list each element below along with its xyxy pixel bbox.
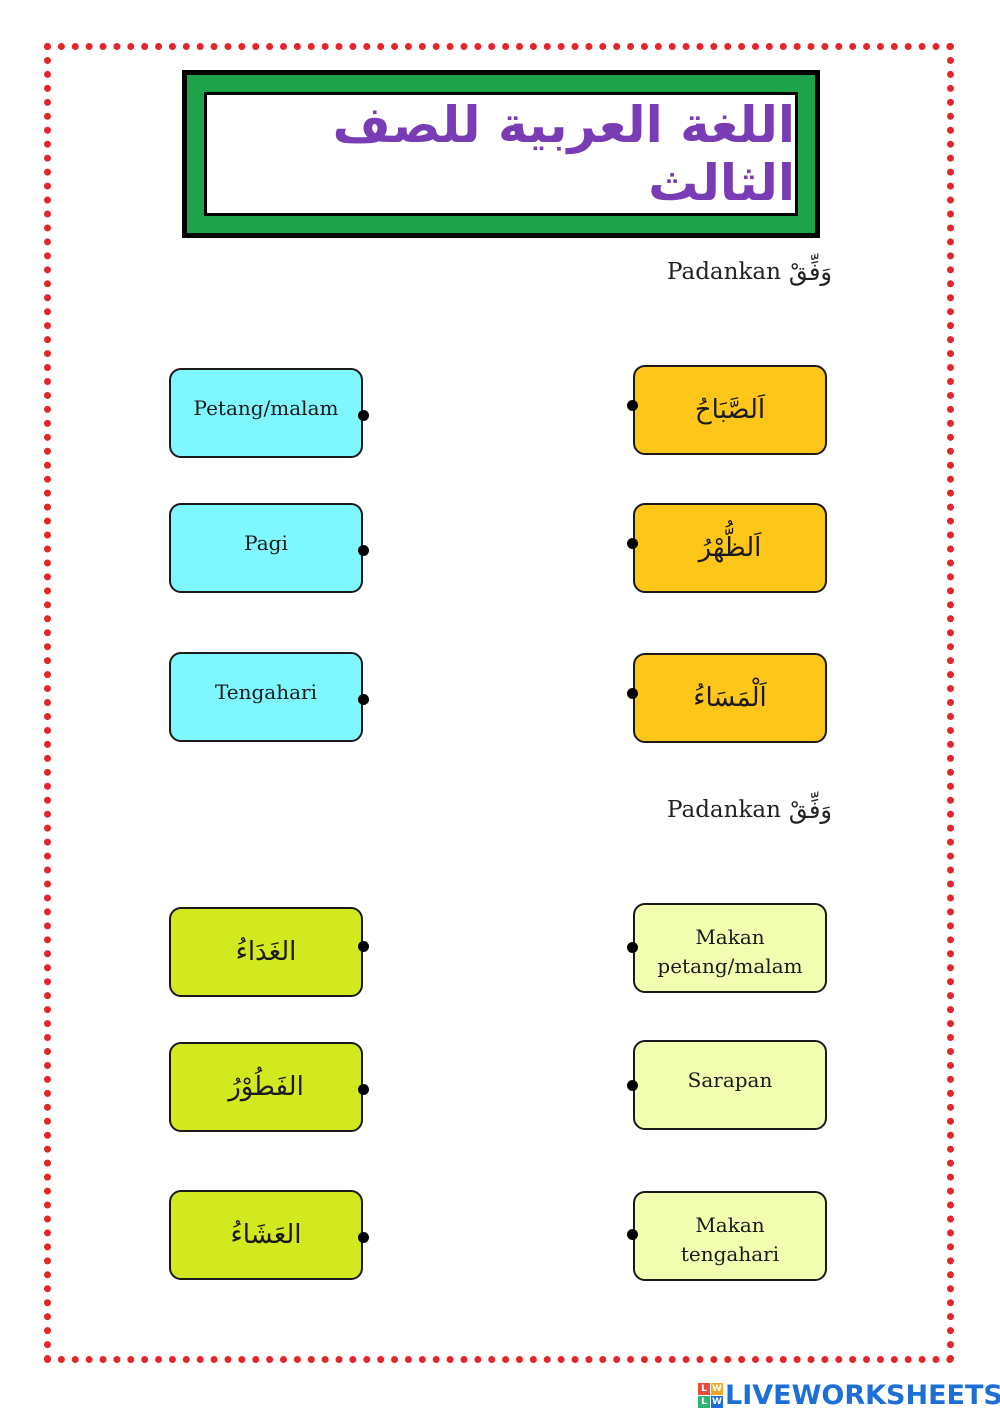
match-card-right[interactable]: اَلظُّهْرُ <box>627 503 827 593</box>
title-panel: اللغة العربية للصف الثالث <box>207 95 795 213</box>
instruction-1-ar: وَفِّقْ <box>788 258 832 286</box>
match-card-left[interactable]: العَشَاءُ <box>169 1190 369 1280</box>
instruction-2-ms: Padankan <box>667 797 781 823</box>
match-card-right[interactable]: اَلصَّبَاحُ <box>627 365 827 455</box>
card-label: الفَطُوْرُ <box>228 1071 304 1102</box>
instruction-2-ar: وَفِّقْ <box>788 796 832 824</box>
card-label: العَشَاءُ <box>230 1219 302 1250</box>
dotted-border <box>44 43 954 1363</box>
card-label: اَلْمَسَاءُ <box>693 682 767 713</box>
connector-dot[interactable] <box>627 538 638 549</box>
match-card-left[interactable]: الغَدَاءُ <box>169 907 369 997</box>
instruction-2: Padankan وَفِّقْ <box>667 796 832 824</box>
connector-dot[interactable] <box>358 1232 369 1243</box>
match-card-right[interactable]: Makan petang/malam <box>627 903 827 993</box>
match-card-left[interactable]: Tengahari <box>169 652 369 742</box>
logo-text: LIVEWORKSHEETS <box>725 1379 1000 1411</box>
card-label: الغَدَاءُ <box>235 936 297 967</box>
card-label-line: Makan <box>695 1213 765 1237</box>
connector-dot[interactable] <box>627 688 638 699</box>
connector-dot[interactable] <box>627 1229 638 1240</box>
connector-dot[interactable] <box>358 694 369 705</box>
card-label: اَلظُّهْرُ <box>698 532 762 563</box>
title-frame: اللغة العربية للصف الثالث <box>182 70 820 238</box>
connector-dot[interactable] <box>358 941 369 952</box>
match-card-right[interactable]: Sarapan <box>627 1040 827 1130</box>
connector-dot[interactable] <box>358 410 369 421</box>
card-label: Pagi <box>244 531 288 555</box>
connector-dot[interactable] <box>358 545 369 556</box>
liveworksheets-logo: L W L W LIVEWORKSHEETS <box>698 1378 1000 1412</box>
card-label-line: Makan <box>695 925 765 949</box>
match-card-right[interactable]: اَلْمَسَاءُ <box>627 653 827 743</box>
match-card-left[interactable]: Petang/malam <box>169 368 369 458</box>
card-label: Tengahari <box>215 680 317 704</box>
card-label: اَلصَّبَاحُ <box>694 394 766 425</box>
connector-dot[interactable] <box>627 942 638 953</box>
card-label: Sarapan <box>687 1068 773 1092</box>
page-title: اللغة العربية للصف الثالث <box>332 96 795 212</box>
card-label-line: petang/malam <box>657 954 803 978</box>
instruction-1: Padankan وَفِّقْ <box>667 258 832 286</box>
card-label: Petang/malam <box>193 396 339 420</box>
match-card-left[interactable]: Pagi <box>169 503 369 593</box>
connector-dot[interactable] <box>358 1084 369 1095</box>
match-card-right[interactable]: Makan tengahari <box>627 1191 827 1281</box>
match-card-left[interactable]: الفَطُوْرُ <box>169 1042 369 1132</box>
connector-dot[interactable] <box>627 1080 638 1091</box>
connector-dot[interactable] <box>627 400 638 411</box>
logo-badge-icon: L W L W <box>698 1382 723 1408</box>
card-label-line: tengahari <box>680 1242 780 1266</box>
instruction-1-ms: Padankan <box>667 259 781 285</box>
